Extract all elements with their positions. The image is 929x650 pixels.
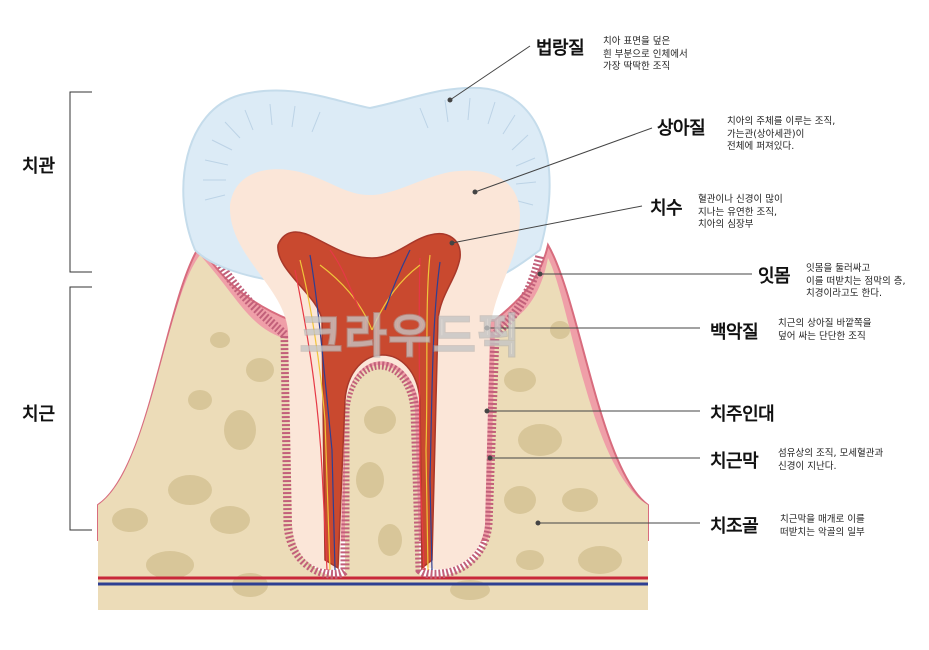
cementum-desc: 치근의 상아질 바깥쪽을 덮어 싸는 단단한 조직: [778, 318, 872, 342]
pointer-lines: [447, 45, 752, 526]
pulp-shape: [277, 231, 461, 570]
dentin-term: 상아질: [657, 118, 706, 139]
root-bracket: [69, 286, 92, 531]
periodontal-membrane-term: 치근막: [710, 451, 759, 472]
root-label: 치근: [22, 404, 56, 425]
enamel-desc: 치아 표면을 덮은 흰 부분으로 인체에서 가장 딱딱한 조직: [603, 36, 688, 72]
crown-label: 치관: [22, 156, 56, 177]
pulp-term: 치수: [650, 198, 683, 219]
cementum-term: 백악질: [710, 322, 759, 343]
periodontal-membrane-desc: 섬유상의 조직, 모세혈관과 신경이 지난다.: [778, 448, 884, 472]
dentin-desc: 치아의 주체를 이루는 조직, 가는관(상아세관)이 전체에 퍼져있다.: [727, 116, 836, 152]
watermark-text: 크라우드픽: [299, 308, 522, 364]
alveolar-bone-desc: 치근막을 매개로 이를 떠받치는 악골의 일부: [780, 514, 865, 538]
bone-trabeculae: [112, 321, 622, 600]
pulp-vessels: [294, 249, 441, 571]
enamel-term: 법랑질: [536, 38, 585, 59]
ligament-term: 치주인대: [710, 404, 775, 425]
alveolar-bone-term: 치조골: [710, 516, 759, 537]
enamel-rods: [203, 97, 537, 206]
crown-bracket: [69, 91, 92, 273]
gum-desc: 잇몸을 둘러싸고 이를 떠받치는 점막의 층, 치경이라고도 한다.: [806, 263, 906, 299]
pulp-desc: 혈관이나 신경이 많이 지나는 유연한 조직, 치아의 심장부: [698, 194, 783, 230]
cementum-layer: [211, 252, 545, 579]
gum-term: 잇몸: [758, 266, 791, 287]
